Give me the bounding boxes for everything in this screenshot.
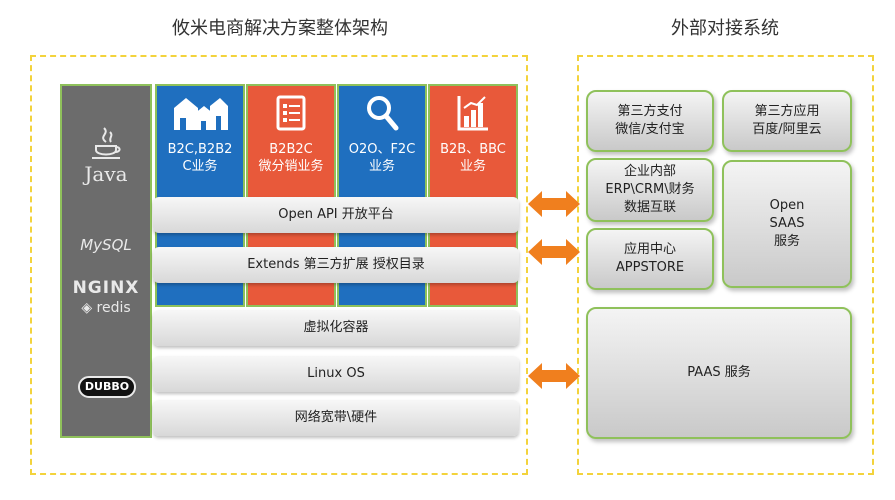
mysql-logo: MySQL — [80, 236, 132, 254]
java-logo: Java — [62, 126, 150, 186]
third-party-payment-box: 第三方支付 微信/支付宝 — [586, 90, 714, 152]
bar-chart-icon — [456, 94, 490, 136]
double-arrow-icon — [528, 363, 580, 389]
open-saas-box: Open SAAS 服务 — [722, 160, 852, 288]
redis-cube-icon: ◈ — [81, 300, 93, 316]
column-b2c-label: B2C,B2B2 C业务 — [167, 142, 233, 174]
network-hardware-bar: 网络宽带\硬件 — [153, 400, 519, 436]
search-icon — [365, 94, 399, 136]
double-arrow-icon — [528, 191, 580, 217]
column-b2b2c-label: B2B2C 微分销业务 — [258, 142, 324, 174]
enterprise-erp-box: 企业内部 ERP\CRM\财务 数据互联 — [586, 158, 714, 222]
document-list-icon — [275, 94, 307, 136]
external-container — [577, 55, 874, 475]
third-party-apps-box: 第三方应用 百度/阿里云 — [722, 90, 852, 152]
redis-label: redis — [96, 300, 131, 316]
tech-stack-panel: Java MySQL NGINX ◈ redis DUBBO — [60, 84, 152, 438]
extends-bar: Extends 第三方扩展 授权目录 — [153, 247, 519, 283]
open-api-bar: Open API 开放平台 — [153, 197, 519, 233]
java-icon — [92, 127, 121, 159]
column-o2o-label: O2O、F2C 业务 — [348, 142, 416, 174]
architecture-container — [30, 55, 528, 475]
appstore-box: 应用中心 APPSTORE — [586, 228, 714, 290]
dubbo-logo: DUBBO — [78, 376, 136, 398]
paas-box: PAAS 服务 — [586, 307, 852, 439]
linux-os-bar: Linux OS — [153, 356, 519, 392]
buildings-icon — [170, 94, 230, 136]
java-label: Java — [84, 162, 128, 186]
column-b2b-label: B2B、BBC 业务 — [440, 142, 506, 174]
double-arrow-icon — [528, 239, 580, 265]
redis-logo: ◈ redis — [62, 300, 150, 316]
external-systems-title: 外部对接系统 — [671, 18, 779, 39]
architecture-title: 攸米电商解决方案整体架构 — [172, 18, 388, 39]
nginx-logo: NGINX — [72, 278, 140, 298]
virtual-container-bar: 虚拟化容器 — [153, 310, 519, 346]
